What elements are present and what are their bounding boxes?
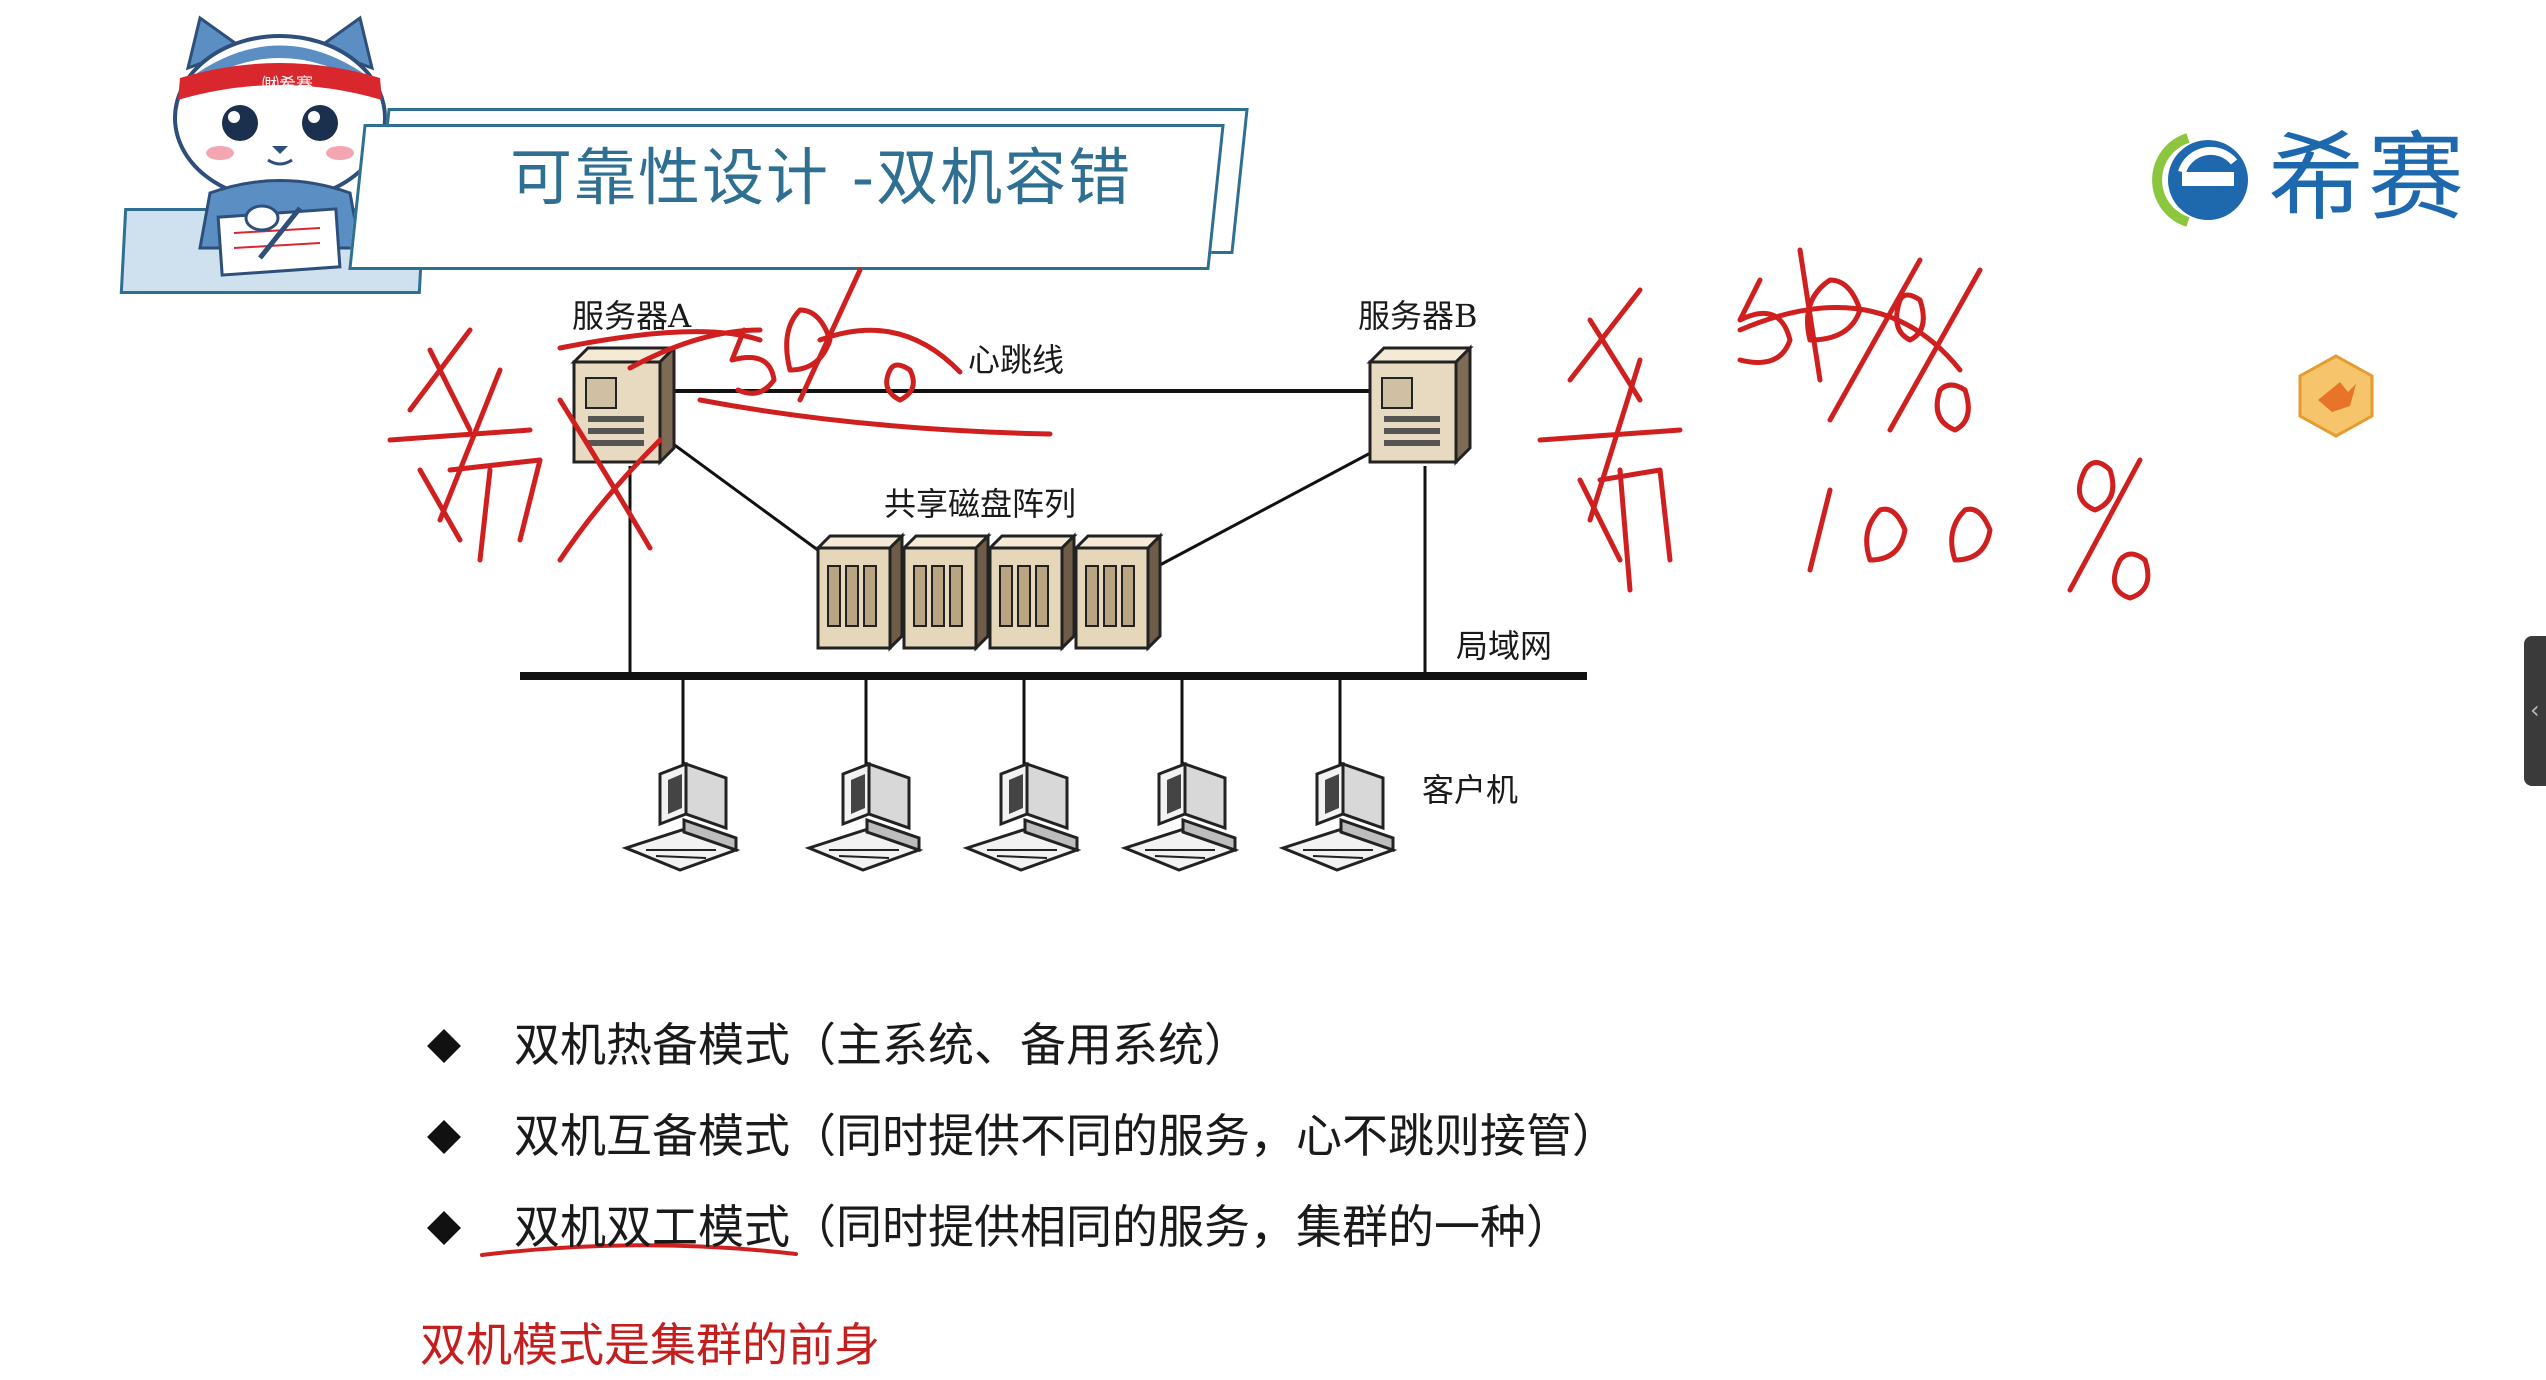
xisai-logo-icon <box>2152 133 2248 227</box>
chevron-left-icon[interactable]: ‹ <box>2530 696 2540 724</box>
client-computer-icon <box>965 762 1079 872</box>
diamond-bullet-icon <box>427 1028 461 1063</box>
bullet-main: 双机热备模式 <box>514 1018 790 1072</box>
client-computer-icon <box>1281 762 1395 872</box>
bullet-main: 双机互备模式 <box>514 1109 790 1163</box>
bullet-item: 双机热备模式（主系统、备用系统） <box>420 1010 1250 1080</box>
disk-unit-icon <box>902 534 990 650</box>
bullet-detail: （同时提供相同的服务，集群的一种） <box>790 1200 1572 1254</box>
server-b-disk-link <box>1157 448 1377 568</box>
client-computer-icon <box>807 762 921 872</box>
summary-note: 双机模式是集群的前身 <box>420 1318 880 1372</box>
heartbeat-label: 心跳线 <box>968 341 1065 379</box>
client-computer-icon <box>1123 762 1237 872</box>
bullet-item: 双机互备模式（同时提供不同的服务，心不跳则接管） <box>420 1101 1618 1171</box>
highlight-underline <box>480 1243 798 1257</box>
diamond-bullet-icon <box>427 1210 461 1245</box>
disk-unit-icon <box>1074 534 1162 650</box>
bullet-detail: （主系统、备用系统） <box>790 1018 1250 1072</box>
disk-unit-icon <box>988 534 1076 650</box>
bullet-detail: （同时提供不同的服务，心不跳则接管） <box>790 1109 1618 1163</box>
diamond-bullet-icon <box>427 1119 461 1154</box>
handwritten-annotations <box>387 247 2151 601</box>
shared-disk-label: 共享磁盘阵列 <box>884 485 1077 523</box>
bird-hexagon-icon[interactable] <box>2296 354 2376 438</box>
server-a-disk-link <box>664 436 827 558</box>
clients-label: 客户机 <box>1422 771 1519 809</box>
slide-title: 可靠性设计 -双机容错 <box>510 141 1133 214</box>
mascot-cat: ㈶希赛 <box>173 15 387 277</box>
server-a-label: 服务器A <box>572 297 692 335</box>
logo-text: 希赛 <box>2268 122 2468 234</box>
bullet-item: 双机双工模式（同时提供相同的服务，集群的一种） <box>420 1192 1572 1262</box>
disk-unit-icon <box>816 534 904 650</box>
server-b-icon <box>1368 346 1472 464</box>
client-computer-icon <box>624 762 738 872</box>
side-panel-toggle[interactable] <box>2524 636 2546 786</box>
mascot-badge-text: ㈶希赛 <box>262 74 313 95</box>
bullet-main: 双机双工模式 <box>514 1200 790 1254</box>
lan-label: 局域网 <box>1456 627 1553 665</box>
server-b-label: 服务器B <box>1358 297 1478 335</box>
